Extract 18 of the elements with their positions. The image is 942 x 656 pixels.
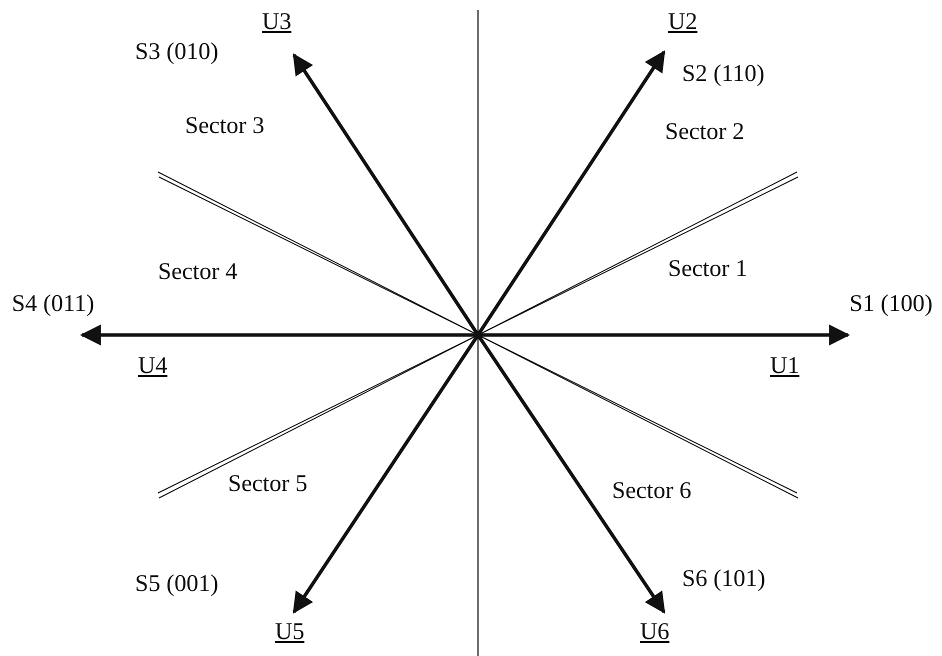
vector-label: U3 [262, 8, 292, 36]
state-label: S2 (110) [682, 60, 764, 88]
vector-label: U1 [770, 352, 800, 380]
state-label: S3 (010) [135, 38, 218, 66]
state-label: S4 (011) [10, 290, 96, 318]
vector-label: U5 [275, 618, 304, 646]
sector-label: Sector 2 [665, 118, 744, 146]
state-label: S6 (101) [682, 565, 766, 593]
sector-label: Sector 3 [185, 112, 264, 140]
sector-label: Sector 1 [668, 255, 748, 283]
sector-label: Sector 5 [228, 470, 308, 498]
state-label: S5 (001) [135, 570, 218, 598]
vector-label: U2 [668, 8, 698, 36]
vector-label: U6 [640, 618, 670, 646]
sector-label: Sector 6 [612, 477, 692, 505]
sector-label: Sector 4 [158, 258, 238, 286]
vector-label: U4 [138, 352, 168, 380]
state-label: S1 (100) [848, 290, 934, 318]
